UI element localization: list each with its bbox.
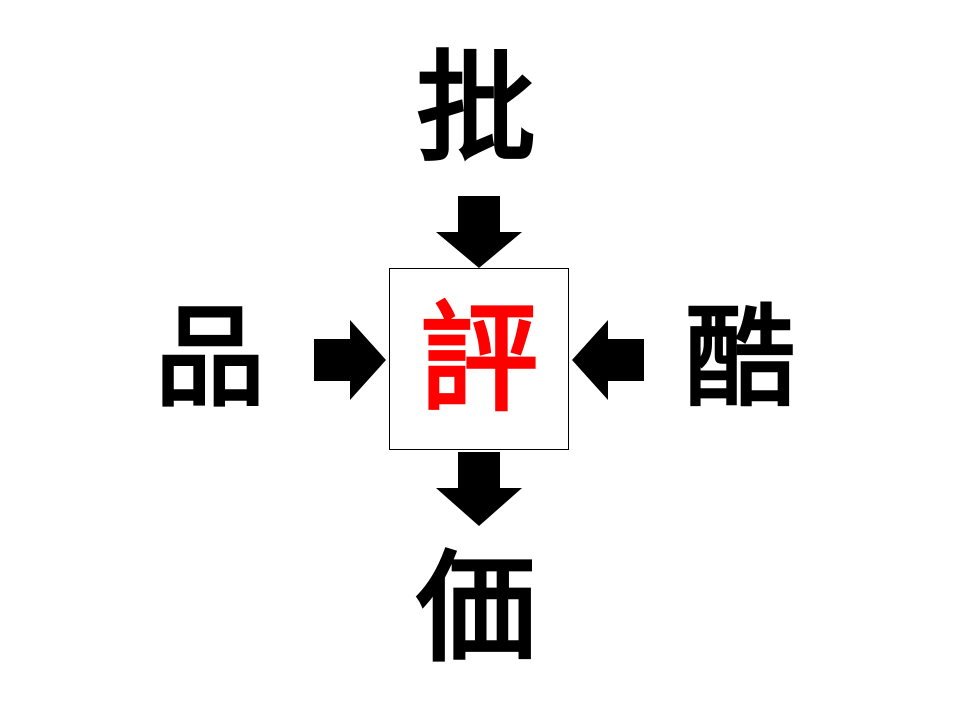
top-kanji: 批	[416, 40, 536, 179]
arrow-right-icon	[314, 320, 386, 400]
right-kanji: 酷	[685, 294, 795, 422]
answer-box: 評	[389, 268, 569, 450]
arrow-down-bottom-icon	[436, 452, 522, 526]
arrow-left-icon	[572, 320, 644, 400]
left-kanji: 品	[155, 294, 265, 422]
arrow-down-top-icon	[436, 196, 522, 268]
answer-kanji: 評	[419, 290, 538, 428]
bottom-kanji: 価	[416, 540, 536, 679]
